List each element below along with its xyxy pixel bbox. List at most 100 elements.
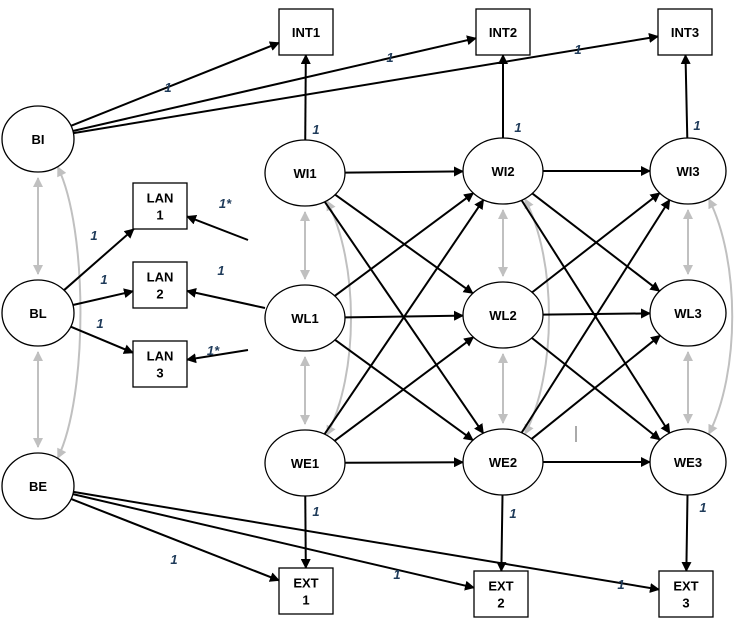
loading-label: 1 xyxy=(514,120,521,135)
loading-label: 1 xyxy=(617,577,624,592)
loading-we1-lan3 xyxy=(186,349,249,364)
node-label: 2 xyxy=(497,596,504,611)
node-int2: INT2 xyxy=(475,8,531,56)
loading-bl-lan2 xyxy=(72,288,134,306)
node-label: INT1 xyxy=(292,25,320,40)
loading-bl-lan3 xyxy=(70,325,134,354)
node-wl2: WL2 xyxy=(462,281,544,349)
loading-label: 1 xyxy=(312,504,319,519)
factor-ellipse xyxy=(1,279,75,347)
indicator-box xyxy=(473,570,529,618)
node-we3: WE3 xyxy=(649,428,727,496)
node-label: WE3 xyxy=(674,455,702,470)
node-wl3: WL3 xyxy=(649,279,727,347)
loading-label: 1 xyxy=(393,567,400,582)
path-we1-wl2 xyxy=(334,336,475,442)
node-bi: BI xyxy=(1,105,75,173)
loading-bl-lan1 xyxy=(63,228,135,291)
factor-ellipse xyxy=(1,105,75,173)
node-be: BE xyxy=(1,452,75,520)
loading-label: 1 xyxy=(509,506,516,521)
indicator-box xyxy=(475,8,531,56)
covariance-wi3-we3 xyxy=(708,198,734,435)
node-label: WI3 xyxy=(676,164,699,179)
loading-wl1-lan2 xyxy=(186,287,266,309)
factor-ellipse xyxy=(462,428,544,496)
loading-label: 1 xyxy=(96,316,103,331)
node-int1: INT1 xyxy=(278,8,334,56)
node-label: BI xyxy=(32,132,45,147)
loading-bi-int2 xyxy=(72,35,477,132)
node-label: WL1 xyxy=(291,311,318,326)
node-label: WE2 xyxy=(489,455,517,470)
loading-label: 1 xyxy=(90,228,97,243)
indicator-box xyxy=(132,340,188,388)
loading-be-ext2 xyxy=(72,493,475,591)
factor-ellipse xyxy=(264,139,346,207)
node-label: WI2 xyxy=(491,164,514,179)
loading-label: 1 xyxy=(217,263,224,278)
loading-label: 1 xyxy=(699,500,706,515)
node-wl1: WL1 xyxy=(264,284,346,352)
path-layer xyxy=(63,33,692,593)
loading-we1-ext1 xyxy=(300,495,311,569)
indicator-box xyxy=(657,8,713,56)
path-we2-wl3 xyxy=(530,334,661,440)
node-label: WL3 xyxy=(674,306,701,321)
loading-label: 1 xyxy=(170,552,177,567)
node-label: EXT xyxy=(293,576,318,591)
node-label: EXT xyxy=(488,579,513,594)
loading-bi-int1 xyxy=(70,41,280,127)
node-we1: WE1 xyxy=(264,429,346,497)
path-we1-wi2 xyxy=(323,198,485,435)
node-label: 3 xyxy=(682,596,689,611)
indicator-box xyxy=(132,182,188,230)
node-label: BE xyxy=(29,479,47,494)
path-wl1-wi2 xyxy=(334,192,475,297)
loading-label: 1 xyxy=(386,50,393,65)
indicator-box xyxy=(132,261,188,309)
loading-wi1-int1 xyxy=(300,54,311,141)
factor-ellipse xyxy=(649,279,727,347)
node-ext2: EXT 2 xyxy=(473,570,529,618)
node-bl: BL xyxy=(1,279,75,347)
factor-ellipse xyxy=(649,137,727,205)
loading-wi1-lan1 xyxy=(186,215,249,241)
loading-label: 1 xyxy=(164,80,171,95)
factor-ellipse xyxy=(462,281,544,349)
loading-be-ext3 xyxy=(73,490,660,593)
covariance-bi-be xyxy=(56,166,82,459)
factor-ellipse xyxy=(264,284,346,352)
node-label: 2 xyxy=(156,287,163,302)
node-ext3: EXT 3 xyxy=(658,570,714,618)
node-label: EXT xyxy=(673,579,698,594)
factor-ellipse xyxy=(462,137,544,205)
node-label: WI1 xyxy=(293,166,316,181)
loading-label: 1 xyxy=(100,272,107,287)
node-label: BL xyxy=(29,306,46,321)
factor-ellipse xyxy=(1,452,75,520)
indicator-box xyxy=(278,567,334,615)
indicator-box xyxy=(278,8,334,56)
node-wi1: WI1 xyxy=(264,139,346,207)
indicator-box xyxy=(658,570,714,618)
path-wi1-wi2 xyxy=(344,166,465,177)
node-label: INT2 xyxy=(489,25,517,40)
loading-label: 1* xyxy=(207,343,220,358)
node-label: INT3 xyxy=(671,25,699,40)
node-int3: INT3 xyxy=(657,8,713,56)
loading-bi-int3 xyxy=(73,33,659,135)
loading-label: 1 xyxy=(574,42,581,57)
node-label: WL2 xyxy=(489,308,516,323)
loading-we2-ext2 xyxy=(496,494,507,572)
loading-label: 1* xyxy=(219,196,232,211)
loading-we3-ext3 xyxy=(681,494,692,572)
covariance-wi2-we2 xyxy=(524,198,550,435)
